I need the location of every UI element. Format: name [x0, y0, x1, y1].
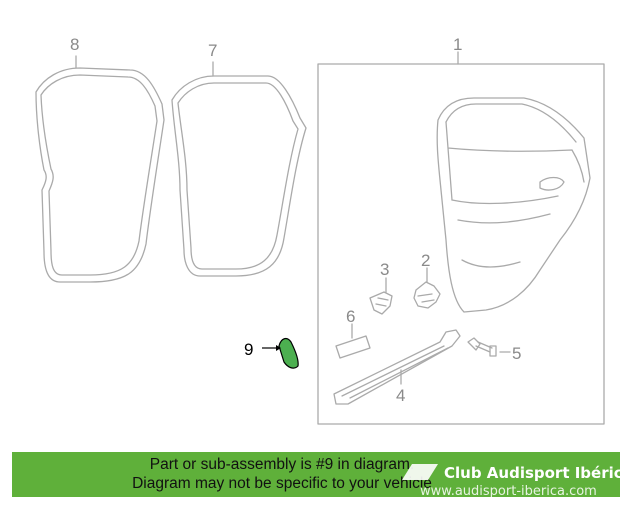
callout-1: 1 [453, 35, 462, 54]
part-4-trim-strip [333, 329, 461, 405]
part-2-hinge [413, 267, 441, 309]
banner-text-line-1: Part or sub-assembly is #9 in diagram. [149, 456, 415, 473]
callout-6: 6 [346, 307, 355, 326]
club-logo-icon [402, 464, 438, 480]
part-7-door-seal [171, 61, 307, 277]
callout-5: 5 [512, 344, 521, 363]
callout-4: 4 [396, 386, 405, 405]
watermark: Club Audisport Ibérica www.audisport-ibe… [390, 458, 620, 497]
part-1-door-assembly [317, 51, 605, 425]
watermark-name: Club Audisport Ibérica [444, 464, 620, 482]
part-8-door-seal [35, 55, 165, 283]
parts-diagram: 1 2 3 4 5 6 7 8 9 [35, 35, 605, 425]
info-banner: Part or sub-assembly is #9 in diagram. D… [12, 452, 620, 497]
callout-8: 8 [70, 35, 79, 54]
part-3-check-strap [369, 277, 393, 315]
banner-text-line-2: Diagram may not be specific to your vehi… [132, 475, 432, 492]
callout-7: 7 [208, 41, 217, 60]
part-6-plate [335, 323, 371, 359]
part-5-bolt [467, 337, 511, 357]
watermark-url: www.audisport-iberica.com [420, 484, 597, 497]
callout-3: 3 [380, 260, 389, 279]
part-9-highlighted [262, 337, 299, 369]
callout-9: 9 [244, 340, 253, 359]
callout-2: 2 [421, 251, 430, 270]
